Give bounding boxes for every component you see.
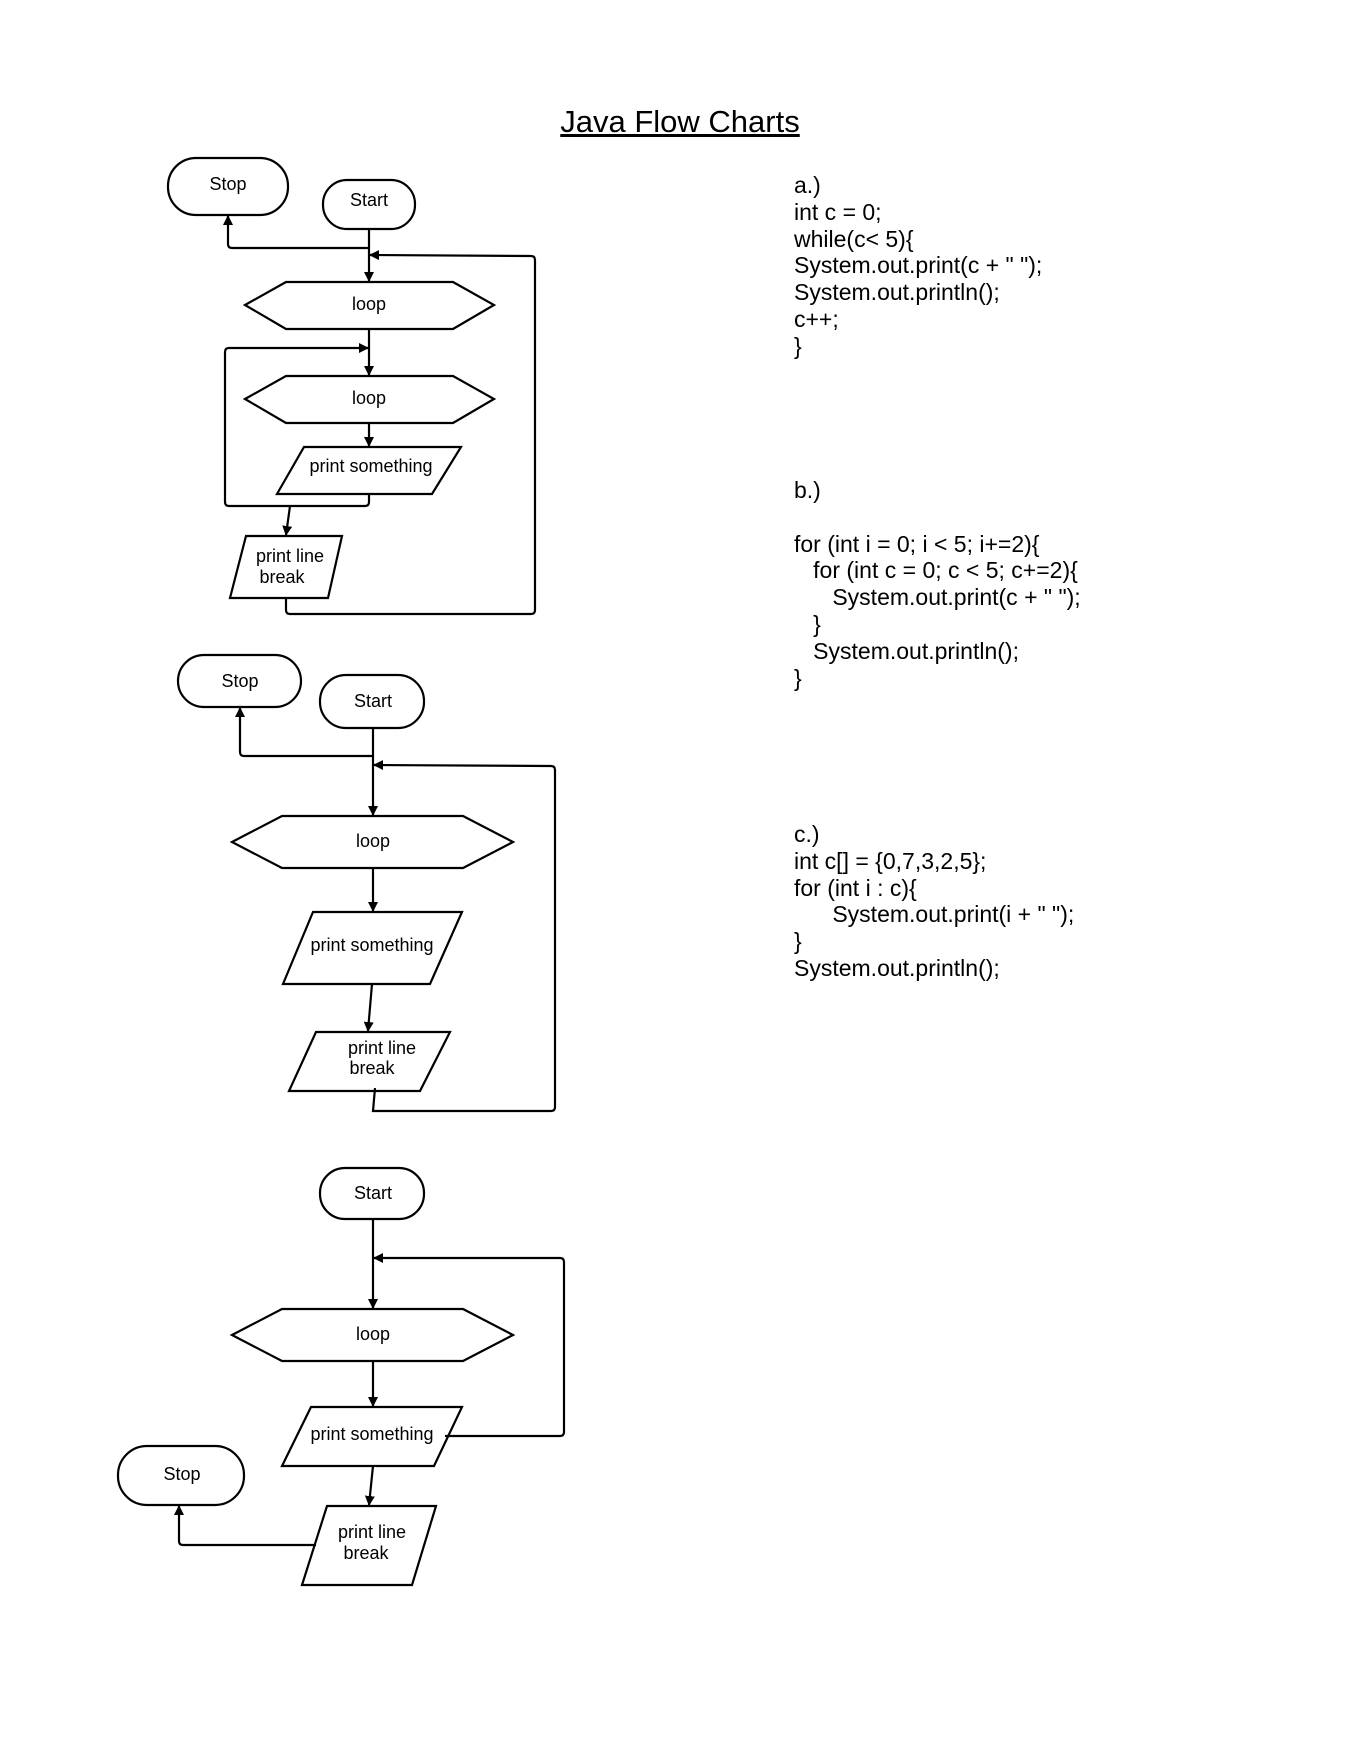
connector	[363, 983, 374, 1032]
print-something-label: print something	[310, 935, 433, 955]
code-block-b: b.) for (int i = 0; i < 5; i+=2){ for (i…	[794, 477, 1081, 691]
stop-label: Stop	[209, 174, 246, 194]
print-something-parallelogram	[275, 445, 463, 496]
loop-label: loop	[352, 388, 386, 408]
connector	[223, 215, 369, 250]
flowchart-b	[176, 653, 557, 1113]
print-something-parallelogram	[280, 1405, 464, 1468]
connector	[364, 1465, 375, 1506]
code-line: System.out.print(i + " ");	[794, 901, 1075, 928]
connector	[373, 1253, 566, 1438]
connector	[174, 1505, 316, 1547]
connector	[223, 343, 371, 508]
code-line: System.out.println();	[794, 279, 1000, 306]
connector	[235, 707, 373, 758]
print-line-label: break	[259, 567, 305, 587]
inner-loop-hexagon	[242, 374, 497, 425]
code-line: System.out.print(c + " ");	[794, 252, 1043, 279]
page-title: Java Flow Charts	[560, 104, 800, 139]
connector	[282, 505, 293, 536]
code-line	[794, 504, 1081, 531]
start-label: Start	[350, 190, 388, 210]
code-line: for (int i : c){	[794, 874, 917, 901]
loop-hexagon	[229, 814, 516, 870]
print-line-break-parallelogram	[228, 534, 344, 600]
loop-label: loop	[352, 294, 386, 314]
code-line: }	[794, 332, 802, 359]
print-line-label: break	[349, 1058, 395, 1078]
code-line: System.out.println();	[794, 954, 1000, 981]
code-line: int c[] = {0,7,3,2,5};	[794, 847, 987, 874]
loop-label: loop	[356, 1324, 390, 1344]
flowchart-c	[116, 1166, 566, 1587]
stop-label: Stop	[221, 671, 258, 691]
print-line-break-parallelogram	[300, 1504, 438, 1587]
code-line: c++;	[794, 305, 839, 332]
print-something-label: print something	[309, 456, 432, 476]
code-line: }	[794, 664, 802, 691]
stop-label: Stop	[163, 1464, 200, 1484]
print-line-label: break	[343, 1543, 389, 1563]
code-block-c: c.) int c[] = {0,7,3,2,5}; for (int i : …	[794, 821, 1074, 982]
code-line: a.)	[794, 172, 821, 198]
code-line: while(c< 5){	[794, 225, 914, 252]
connector	[284, 250, 537, 616]
code-block-a: a.) int c = 0; while(c< 5){ System.out.p…	[794, 172, 1042, 360]
connector	[371, 760, 557, 1113]
flowchart-a	[166, 156, 537, 616]
code-line: int c = 0;	[794, 198, 882, 225]
code-line: }	[794, 928, 802, 955]
print-line-label: print line	[338, 1522, 406, 1542]
code-line: c.)	[794, 821, 820, 847]
start-label: Start	[354, 1183, 392, 1203]
code-line: }	[794, 610, 821, 637]
code-line: for (int c = 0; c < 5; c+=2){	[794, 557, 1078, 584]
code-line: System.out.print(c + " ");	[794, 584, 1081, 611]
code-line: b.)	[794, 477, 821, 503]
print-something-parallelogram	[281, 910, 464, 986]
code-line: for (int i = 0; i < 5; i+=2){	[794, 530, 1040, 557]
loop-label: loop	[356, 831, 390, 851]
print-something-label: print something	[310, 1424, 433, 1444]
outer-loop-hexagon	[242, 280, 497, 331]
print-line-label: print line	[348, 1038, 416, 1058]
start-label: Start	[354, 691, 392, 711]
print-line-label: print line	[256, 546, 324, 566]
print-line-break-parallelogram	[287, 1030, 452, 1093]
code-line: System.out.println();	[794, 637, 1019, 664]
loop-hexagon	[229, 1307, 516, 1363]
